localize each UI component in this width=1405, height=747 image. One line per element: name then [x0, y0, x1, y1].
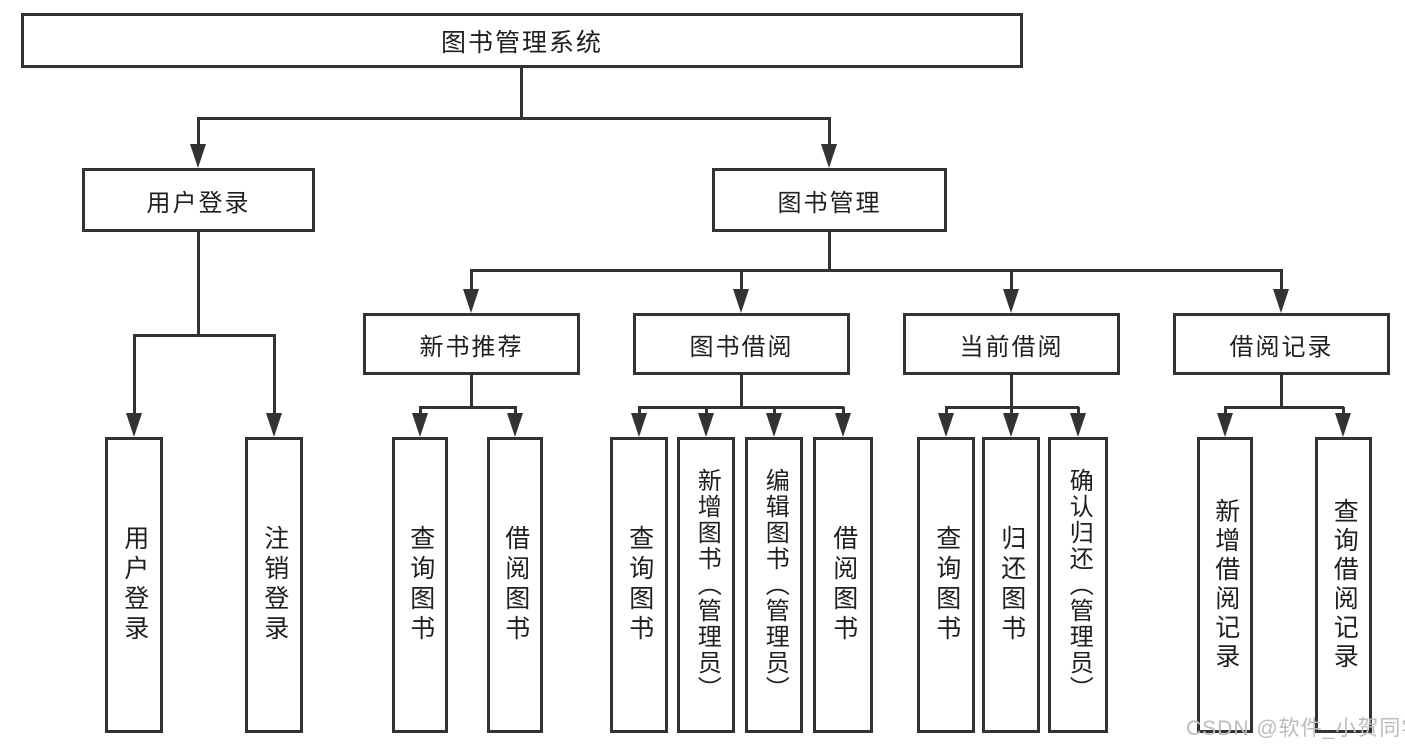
connector-line — [1010, 373, 1013, 408]
arrow-down-icon — [266, 413, 282, 437]
arrow-down-icon — [835, 413, 851, 437]
arrow-down-icon — [1217, 413, 1233, 437]
arrow-down-icon — [1273, 289, 1289, 313]
leaf-query-books-borrow: 查询图书 — [610, 437, 668, 733]
connector-line — [1280, 373, 1283, 408]
node-current-borrow: 当前借阅 — [903, 313, 1120, 375]
connector-line — [773, 407, 776, 417]
connector-line — [197, 118, 200, 146]
leaf-user-login: 用户登录 — [105, 437, 163, 733]
node-new-book-recommend: 新书推荐 — [363, 313, 580, 375]
node-label: 图书管理 — [777, 189, 882, 217]
connector-line — [740, 270, 743, 292]
arrow-down-icon — [507, 413, 523, 437]
connector-line — [470, 270, 473, 292]
node-label: 借阅图书 — [829, 525, 858, 645]
connector-borrow-rail — [638, 406, 844, 409]
connector-line — [705, 407, 708, 417]
connector-line — [842, 407, 845, 417]
node-label: 查询图书 — [625, 525, 654, 645]
leaf-borrow-books: 借阅图书 — [813, 437, 873, 733]
arrow-down-icon — [821, 144, 837, 168]
connector-line — [1010, 270, 1013, 292]
arrow-down-icon — [412, 413, 428, 437]
node-label: 查询图书 — [406, 525, 435, 645]
connector-line — [1077, 407, 1080, 417]
connector-line — [638, 407, 641, 417]
arrow-down-icon — [190, 144, 206, 168]
connector-line — [1224, 407, 1227, 417]
node-label: 新增借阅记录 — [1211, 498, 1240, 672]
node-label: 归还图书 — [997, 525, 1026, 645]
node-borrow-records: 借阅记录 — [1173, 313, 1390, 375]
leaf-query-books-recommend: 查询图书 — [392, 437, 448, 733]
node-user-login: 用户登录 — [82, 168, 315, 232]
connector-root-stub — [520, 66, 523, 120]
connector-mgmt-stub — [828, 230, 831, 271]
arrow-down-icon — [698, 413, 714, 437]
connector-line — [740, 373, 743, 408]
node-library-management-system: 图书管理系统 — [21, 13, 1023, 68]
connector-level2-rail — [197, 117, 831, 120]
arrow-down-icon — [463, 289, 479, 313]
node-label: 用户登录 — [146, 189, 251, 217]
leaf-query-books-current: 查询图书 — [917, 437, 975, 733]
node-label: 图书管理系统 — [440, 28, 603, 57]
arrow-down-icon — [1070, 413, 1086, 437]
node-label: 新书推荐 — [419, 333, 524, 361]
connector-line — [419, 407, 422, 417]
connector-recommend-rail — [419, 406, 517, 409]
leaf-add-book-admin: 新增图书（管理员） — [677, 437, 735, 733]
csdn-watermark: CSDN @软件_小贺同学 — [1186, 717, 1405, 740]
arrow-down-icon — [126, 413, 142, 437]
arrow-down-icon — [1335, 413, 1351, 437]
connector-line — [514, 407, 517, 417]
leaf-borrow-books-recommend: 借阅图书 — [487, 437, 543, 733]
node-label: 当前借阅 — [959, 333, 1064, 361]
leaf-add-borrow-record: 新增借阅记录 — [1197, 437, 1253, 733]
connector-records-rail — [1224, 406, 1344, 409]
connector-login-stub — [197, 230, 200, 336]
leaf-edit-book-admin: 编辑图书（管理员） — [745, 437, 803, 733]
arrow-down-icon — [733, 289, 749, 313]
node-label: 新增图书（管理员） — [693, 468, 721, 702]
node-label: 借阅图书 — [501, 525, 530, 645]
connector-line — [470, 373, 473, 408]
node-label: 用户登录 — [120, 525, 149, 645]
node-label: 图书借阅 — [689, 333, 794, 361]
connector-line — [1342, 407, 1345, 417]
node-label: 确认归还（管理员） — [1065, 468, 1093, 702]
connector-line — [273, 335, 276, 415]
connector-line — [1010, 407, 1013, 417]
node-label: 编辑图书（管理员） — [761, 468, 789, 702]
leaf-confirm-return-admin: 确认归还（管理员） — [1048, 437, 1108, 733]
arrow-down-icon — [1003, 289, 1019, 313]
node-label: 查询图书 — [932, 525, 961, 645]
leaf-return-books: 归还图书 — [982, 437, 1040, 733]
connector-line — [945, 407, 948, 417]
arrow-down-icon — [938, 413, 954, 437]
node-label: 注销登录 — [260, 525, 289, 645]
arrow-down-icon — [1003, 413, 1019, 437]
node-label: 借阅记录 — [1229, 333, 1334, 361]
node-label: 查询借阅记录 — [1330, 498, 1359, 672]
arrow-down-icon — [766, 413, 782, 437]
arrow-down-icon — [631, 413, 647, 437]
connector-level3-rail — [470, 269, 1283, 272]
node-book-borrow: 图书借阅 — [633, 313, 850, 375]
node-book-management: 图书管理 — [712, 168, 947, 232]
connector-line — [828, 118, 831, 146]
leaf-query-borrow-record: 查询借阅记录 — [1315, 437, 1372, 733]
connector-login-rail — [133, 334, 276, 337]
connector-line — [1280, 270, 1283, 292]
leaf-logout: 注销登录 — [245, 437, 303, 733]
connector-line — [133, 335, 136, 415]
